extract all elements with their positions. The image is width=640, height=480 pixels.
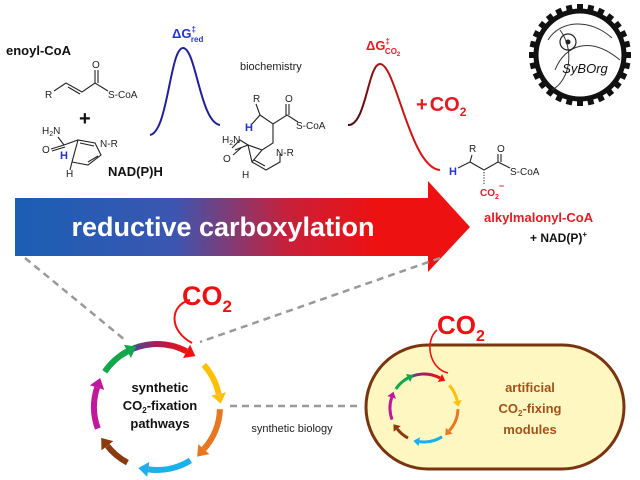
artificial-module-cycle bbox=[387, 372, 462, 447]
orange-step-arrow-head bbox=[445, 427, 453, 436]
atom-h: H bbox=[66, 169, 73, 180]
atom-o: O bbox=[285, 94, 293, 105]
atom-r: R bbox=[45, 90, 52, 101]
atom-r: R bbox=[253, 94, 260, 105]
atom-hydride-h: H bbox=[60, 150, 68, 162]
co2-input-arrow bbox=[173, 299, 193, 344]
magenta-step-arrow-head bbox=[387, 391, 396, 399]
co2-label-left: CO2 bbox=[182, 281, 232, 316]
cyan-step-arrow bbox=[147, 457, 192, 473]
delta-g-red-label: ΔG‡red bbox=[172, 25, 203, 44]
carboxylate-label: CO2− bbox=[480, 181, 504, 201]
atom-o: O bbox=[497, 144, 505, 155]
brown-step-arrow bbox=[104, 443, 129, 466]
yellow-step-arrow bbox=[448, 384, 459, 402]
green-step-arrow bbox=[394, 376, 409, 390]
enoyl-coa-structure: enoyl-CoA R O S-CoA bbox=[6, 43, 138, 101]
logo-text: SyBOrg bbox=[562, 61, 608, 76]
plus-sign: + bbox=[79, 108, 91, 130]
carboxylation-step-arrow-head bbox=[437, 374, 446, 382]
intermediate-structure: R O H S-CoA H2N O N-R H bbox=[222, 94, 326, 181]
co2-label-module: CO2 bbox=[437, 310, 485, 345]
yellow-step-arrow-head bbox=[211, 392, 226, 404]
atom-r: R bbox=[469, 144, 476, 155]
orange-step-arrow bbox=[201, 408, 223, 452]
brown-step-arrow bbox=[396, 427, 409, 440]
reductive-carboxylation-arrow bbox=[15, 181, 470, 272]
brown-step-arrow-head bbox=[393, 424, 401, 432]
delta-g-co2-label: ΔG‡CO2 bbox=[366, 37, 401, 58]
module-label-line3: modules bbox=[503, 422, 556, 437]
atom-hydride-h: H bbox=[449, 166, 457, 178]
reduction-energy-barrier-curve bbox=[149, 46, 221, 136]
reductive-carboxylation-label: reductive carboxylation bbox=[71, 212, 374, 242]
atom-s-coa: S-CoA bbox=[510, 167, 540, 178]
magenta-step-arrow bbox=[388, 397, 394, 421]
atom-s-coa: S-CoA bbox=[108, 90, 138, 101]
synthetic-co2-fixation-cycle bbox=[89, 341, 226, 477]
atom-n: N-R bbox=[100, 139, 118, 150]
plus-co2-label: +CO2 bbox=[416, 94, 467, 119]
product-bonds bbox=[457, 154, 511, 171]
enoyl-coa-label: enoyl-CoA bbox=[6, 43, 72, 58]
module-label-line2: CO2-fixing bbox=[499, 401, 562, 418]
atom-o: O bbox=[42, 145, 50, 156]
atom-o: O bbox=[92, 60, 100, 71]
syborg-logo: SyBOrg bbox=[529, 4, 631, 106]
cell-module-container bbox=[364, 343, 626, 471]
atom-h: H bbox=[242, 170, 249, 181]
cyan-step-arrow bbox=[419, 435, 443, 444]
nadph-label: NAD(P)H bbox=[108, 164, 163, 179]
nadph-structure: H2N O N-R H H NAD(P)H bbox=[42, 126, 163, 180]
product-structure: R O H S-CoA CO2− bbox=[449, 144, 540, 201]
nadp-coproduct-label: + NAD(P)+ bbox=[530, 230, 587, 245]
atom-n: N-R bbox=[276, 148, 294, 159]
magenta-step-arrow-head bbox=[89, 378, 105, 390]
atom-h2n: H2N bbox=[222, 135, 240, 147]
atom-h2n: H2N bbox=[42, 126, 60, 138]
cycle-label-line2: CO2-fixation bbox=[123, 398, 198, 415]
green-step-arrow-head bbox=[405, 374, 414, 382]
zoom-dashed-lines bbox=[24, 256, 441, 344]
cyan-step-arrow-head bbox=[413, 437, 420, 447]
co2-input-arrow-module bbox=[429, 329, 449, 374]
synthetic-biology-label: synthetic biology bbox=[251, 423, 333, 435]
module-label-line1: artificial bbox=[505, 380, 555, 395]
carboxylation-energy-barrier-curve bbox=[347, 62, 441, 171]
enoyl-bonds bbox=[53, 70, 109, 95]
brown-step-arrow-head bbox=[101, 437, 114, 451]
orange-step-arrow-head bbox=[197, 444, 210, 457]
orange-step-arrow bbox=[448, 409, 460, 432]
magenta-step-arrow bbox=[91, 386, 101, 430]
nadph-bonds bbox=[50, 136, 102, 171]
atom-o: O bbox=[223, 154, 231, 165]
intermediate-bonds bbox=[231, 103, 299, 171]
yellow-step-arrow bbox=[201, 362, 222, 395]
carboxylation-step-arrow-head bbox=[183, 344, 196, 358]
atom-hydride-h: H bbox=[245, 122, 253, 134]
biochemistry-label: biochemistry bbox=[240, 61, 302, 73]
yellow-step-arrow-head bbox=[452, 399, 462, 407]
cyan-step-arrow-head bbox=[138, 461, 150, 477]
atom-s-coa: S-CoA bbox=[296, 121, 326, 132]
alkylmalonyl-coa-label: alkylmalonyl-CoA bbox=[484, 210, 594, 225]
green-step-arrow bbox=[102, 348, 129, 374]
cycle-label-line1: synthetic bbox=[131, 380, 188, 395]
green-step-arrow-head bbox=[123, 344, 137, 358]
cycle-label-line3: pathways bbox=[130, 416, 189, 431]
